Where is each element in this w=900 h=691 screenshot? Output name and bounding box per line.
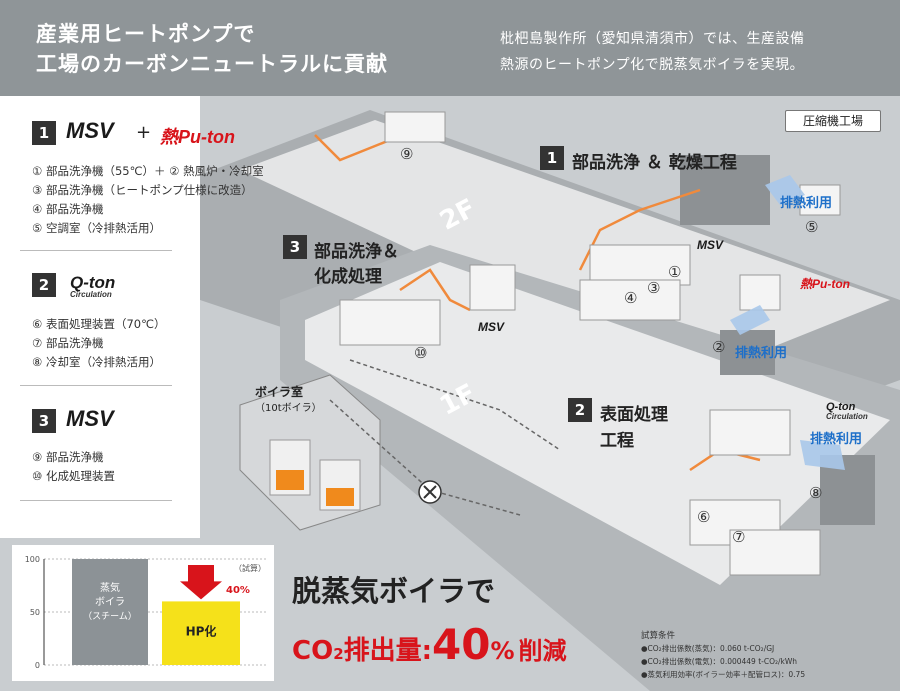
- marker-2: ②: [712, 338, 726, 356]
- y-tick-label: 0: [35, 661, 40, 670]
- conditions-item: ●CO₂排出係数(電気)：0.000449 t-CO₂/kWh: [641, 657, 798, 666]
- co2-value: 40: [432, 620, 491, 669]
- co2-bar-chart: 100 50 0 蒸気ボイラ （スチーム） HP化 40% （試算）: [25, 555, 267, 670]
- marker-1: ①: [668, 263, 682, 281]
- legend-panel: [0, 96, 200, 538]
- boiler-room-label: ボイラ室: [255, 385, 304, 399]
- chart-note: （試算）: [234, 563, 266, 573]
- room-5-box: [680, 155, 770, 225]
- legend-3-badge: 3: [32, 409, 56, 433]
- legend-3-item: ⑨ 部品洗浄機: [32, 450, 104, 464]
- proc1-badge: 1: [540, 146, 564, 170]
- legend-3-item: ⑩ 化成処理装置: [32, 469, 115, 483]
- y-tick-label: 50: [30, 608, 40, 617]
- legend-2-item: ⑦ 部品洗浄機: [32, 336, 104, 350]
- floor-2f-top: [240, 120, 890, 380]
- conditions-item: ●CO₂排出係数(蒸気)：0.060 t-CO₂/GJ: [641, 644, 775, 653]
- exhaust-label-2: 排熱利用: [735, 346, 788, 361]
- legend-1-badge: 1: [32, 121, 56, 145]
- co2-text: CO: [292, 636, 334, 666]
- co2-label: 排出量:: [343, 636, 433, 666]
- bar-label: ボイラ: [95, 596, 125, 608]
- co2-unit: %: [490, 637, 515, 665]
- bar-label: 蒸気: [100, 581, 120, 594]
- legend-2-item: ⑥ 表面処理装置（70℃）: [32, 317, 166, 331]
- marker-5: ⑤: [805, 218, 819, 236]
- legend-1-item: ④ 部品洗浄機: [32, 202, 104, 216]
- exhaust-label-1: 排熱利用: [780, 196, 833, 211]
- exhaust-label-3: 排熱利用: [810, 432, 863, 447]
- summary-line1: 脱蒸気ボイラで: [292, 574, 496, 608]
- exhaust-arrows: [730, 175, 845, 470]
- co2-chart-panel: 100 50 0 蒸気ボイラ （スチーム） HP化 40% （試算）: [12, 545, 274, 681]
- disconnected-pipe: [349, 359, 561, 451]
- title-line-1: 産業用ヒートポンプで: [36, 22, 256, 46]
- co2-reduce: 削減: [518, 637, 567, 665]
- legend-1-puton-logo: 熱Pu-ton: [160, 127, 235, 147]
- legend-1-plus: +: [136, 122, 152, 143]
- msv-logo-1f: MSV: [478, 320, 505, 334]
- conditions-title: 試算条件: [641, 631, 676, 641]
- proc2-label-b: 工程: [600, 431, 634, 451]
- legend-2-item: ⑧ 冷却室（冷排熱活用）: [32, 355, 161, 369]
- proc3-label-a: 部品洗浄＆: [314, 242, 399, 262]
- proc3-badge: 3: [283, 235, 307, 259]
- msv-logo-2f: MSV: [697, 238, 724, 252]
- factory-tag: 圧縮機工場: [785, 110, 881, 132]
- legend-1-item: ③ 部品洗浄機（ヒートポンプ仕様に改造）: [32, 183, 253, 197]
- marker-7: ⑦: [732, 528, 746, 546]
- legend-divider: [20, 500, 172, 501]
- legend-1-item: ① 部品洗浄機（55℃）＋ ② 熱風炉・冷却室: [32, 164, 264, 178]
- description-line-1: 枇杷島製作所（愛知県清須市）では、生産設備: [500, 31, 805, 47]
- legend-2-badge: 2: [32, 273, 56, 297]
- summary-co2: CO2排出量:40%削減: [292, 620, 567, 669]
- header-banner: 産業用ヒートポンプで 工場のカーボンニュートラルに貢献 枇杷島製作所（愛知県清須…: [0, 0, 900, 96]
- legend-3-msv-logo: MSV: [66, 406, 114, 431]
- marker-4: ④: [624, 289, 638, 307]
- conditions-item: ●蒸気利用効率(ボイラー効率＋配管ロス)：0.75: [641, 670, 806, 679]
- bar-label: HP化: [186, 623, 217, 638]
- puton-logo-diagram: 熱Pu-ton: [800, 277, 851, 291]
- marker-10: ⑩: [414, 344, 428, 362]
- room-2-box: [720, 330, 775, 375]
- bar-steam-boiler: [72, 559, 148, 665]
- description-line-2: 熱源のヒートポンプ化で脱蒸気ボイラを実現。: [500, 57, 805, 73]
- title-line-2: 工場のカーボンニュートラルに貢献: [36, 52, 388, 76]
- reduction-arrow: [180, 565, 222, 600]
- marker-3: ③: [647, 279, 661, 297]
- bar-hp: [162, 601, 240, 665]
- legend-divider: [20, 385, 172, 386]
- legend-divider: [20, 250, 172, 251]
- co2-subscript: 2: [333, 645, 344, 663]
- marker-9: ⑨: [400, 145, 414, 163]
- boiler-room-sub: （10tボイラ）: [255, 403, 322, 414]
- equipment-1f: [339, 184, 841, 576]
- reduction-value: 40%: [226, 585, 250, 596]
- marker-8: ⑧: [809, 484, 823, 502]
- proc3-label-b: 化成処理: [314, 267, 382, 287]
- proc2-label-a: 表面処理: [600, 405, 668, 425]
- legend-1-msv-logo: MSV: [66, 118, 114, 143]
- equipment-2f: [384, 111, 781, 321]
- proc1-label: 部品洗浄 ＆ 乾燥工程: [572, 153, 737, 173]
- marker-6: ⑥: [697, 508, 711, 526]
- proc2-badge: 2: [568, 398, 592, 422]
- y-tick-label: 100: [25, 555, 40, 564]
- bar-label: （スチーム）: [83, 611, 137, 622]
- legend-1-item: ⑤ 空調室（冷排熱活用）: [32, 221, 161, 235]
- boiler-flames: [276, 470, 354, 506]
